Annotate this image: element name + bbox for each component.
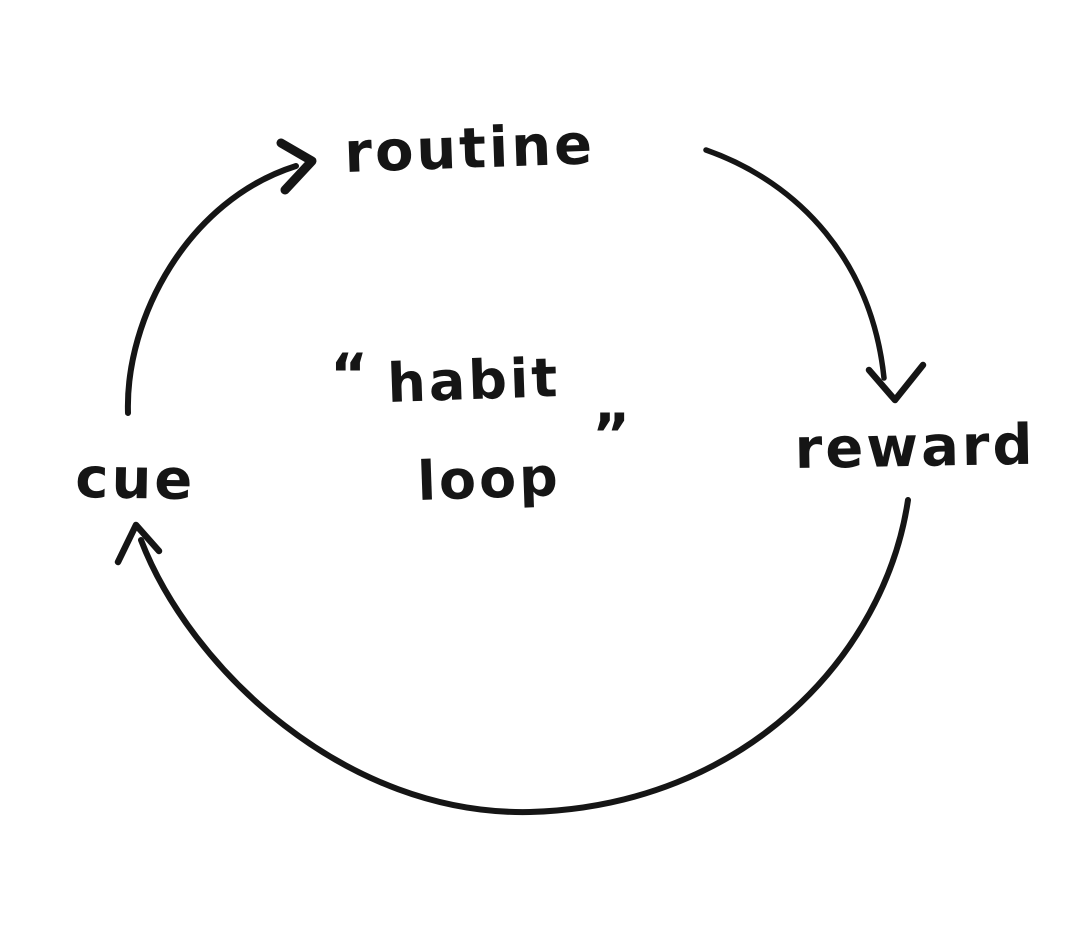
- center-caption-close-quote: ”: [592, 401, 630, 469]
- node-label-routine: routine: [343, 112, 596, 186]
- arrowhead-cue-to-routine: [276, 138, 317, 195]
- edge-routine-to-reward: [703, 147, 887, 381]
- arrowhead-routine-to-reward: [865, 361, 927, 404]
- node-label-reward: reward: [794, 413, 1036, 482]
- center-caption-line1: habit: [386, 346, 561, 415]
- center-caption-line2: loop: [416, 445, 561, 513]
- edge-reward-to-cue: [138, 497, 911, 816]
- node-label-cue: cue: [75, 446, 196, 513]
- arrowhead-reward-to-cue: [114, 521, 163, 566]
- edge-cue-to-routine: [124, 163, 299, 416]
- center-caption-open-quote: “: [330, 341, 368, 409]
